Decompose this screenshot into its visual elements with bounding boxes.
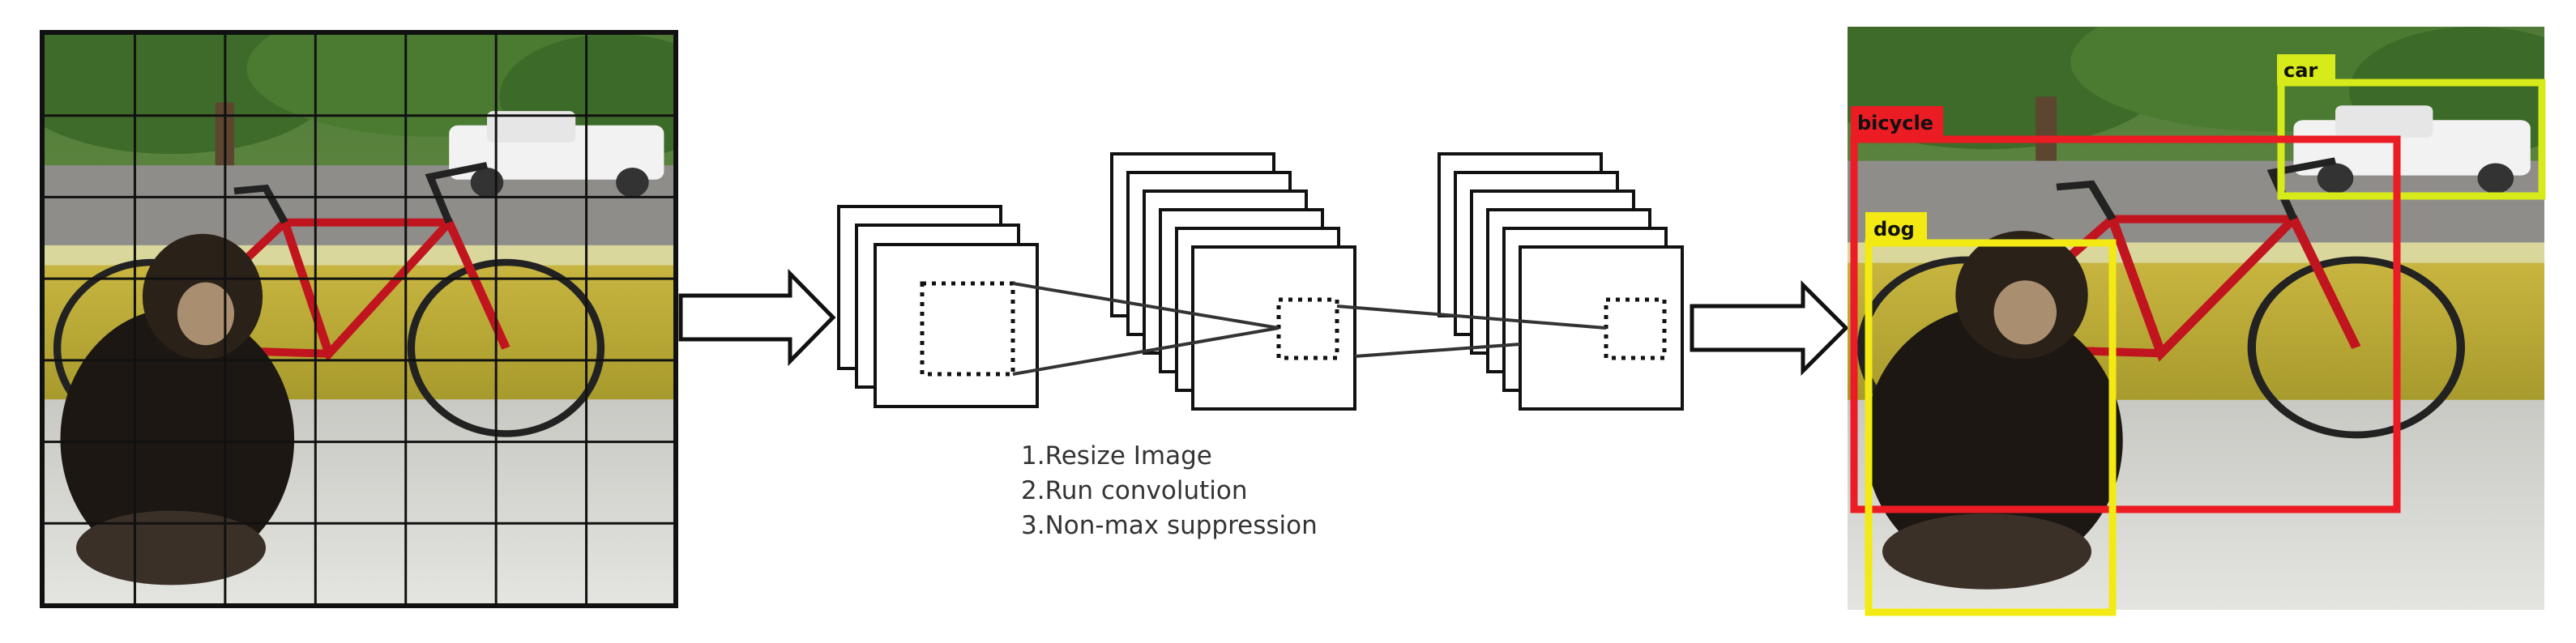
dog-label-tag <box>1865 212 1927 243</box>
bicycle-bounding-box <box>1850 135 2401 513</box>
step-non-max-suppression: 3.Non-max suppression <box>1021 511 1318 540</box>
detection-dog: dog <box>1865 212 2117 616</box>
car-label: car <box>2283 59 2318 82</box>
pipeline-steps-list: 1.Resize Image 2.Run convolution 3.Non-m… <box>1021 439 1318 543</box>
bicycle-label-tag <box>1851 106 1943 138</box>
projection-lines <box>1012 282 1607 376</box>
input-photo <box>6 0 727 605</box>
arrow-right-1 <box>678 268 836 367</box>
feature-map-stack-3 <box>1438 152 1684 411</box>
detection-bicycle: bicycle <box>1850 106 2401 513</box>
step-run-convolution: 2.Run convolution <box>1021 476 1248 505</box>
feature-map-stack-2 <box>1110 152 1356 411</box>
feature-map-stack-1 <box>837 205 1039 408</box>
input-image-frame <box>40 30 678 608</box>
dog-label: dog <box>1873 218 1915 241</box>
grid-overlay <box>45 34 677 605</box>
arrow-right-2 <box>1690 279 1849 377</box>
bicycle-label: bicycle <box>1857 112 1933 134</box>
output-photo <box>1805 0 2576 610</box>
car-label-tag <box>2277 54 2335 85</box>
dog-bounding-box <box>1865 239 2117 616</box>
step-resize-image: 1.Resize Image <box>1021 441 1212 471</box>
